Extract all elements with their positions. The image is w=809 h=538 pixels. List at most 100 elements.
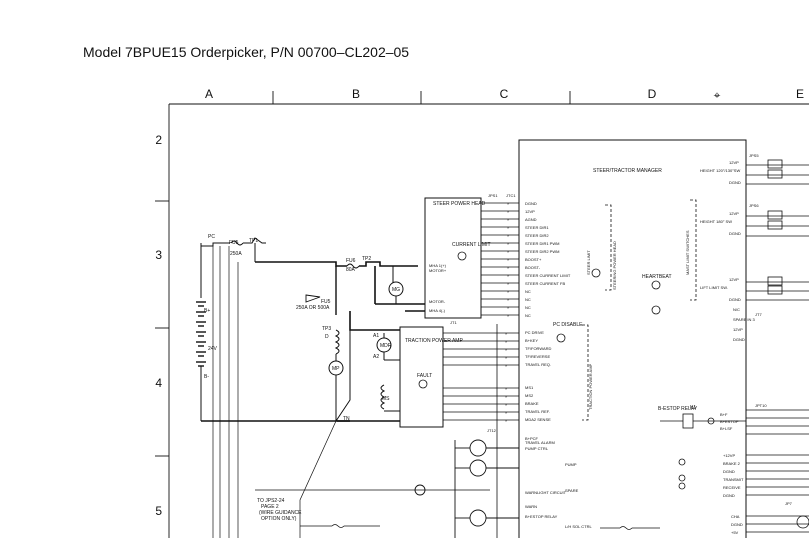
note-line-2: PAGE 2 xyxy=(261,504,279,510)
mast-voltage-label: 12VP xyxy=(729,160,739,165)
misc-label: TRAVEL ALARM xyxy=(525,440,555,445)
steer-motor-pin-label: MOTOR+ xyxy=(429,268,447,273)
pc-label: PC xyxy=(208,234,215,240)
mast-limit-vertical: MAST LIMIT SWITCHES xyxy=(685,230,690,275)
connector-label: JP7 xyxy=(785,501,793,506)
mast-terminals xyxy=(556,159,809,533)
tp1-label: TP1 xyxy=(249,238,258,244)
relay-k1-label: K1 xyxy=(690,405,696,411)
grid-frame: A B C D ⌖ E 2 3 4 5 xyxy=(155,87,809,538)
fu3-value: 250A OR 500A xyxy=(296,305,330,311)
mast-switch-label: LIFT LIMIT SW. xyxy=(700,285,728,290)
connector-arrow: » xyxy=(505,418,508,423)
steer-pin-label: BOOST+ xyxy=(525,257,542,262)
connector-arrow: » xyxy=(507,265,510,270)
connector-arrow: » xyxy=(505,394,508,399)
lower-right-pin-label: DGND xyxy=(723,469,735,474)
misc-label: SPARE xyxy=(565,488,579,493)
connector-arrow: » xyxy=(507,225,510,230)
connector-arrow: » xyxy=(507,313,510,318)
lower-right-pin-label: BRAKE 2 xyxy=(723,461,741,466)
battery-minus: B- xyxy=(204,374,209,380)
grid-row-5: 5 xyxy=(155,504,162,518)
steer-pin-label: BOOST- xyxy=(525,265,541,270)
connector-arrow: » xyxy=(507,257,510,262)
traction-pin-label: TF/REVERSE xyxy=(525,354,550,359)
connector-arrow: » xyxy=(505,386,508,391)
traction-amp-label: TRACTION POWER AMP xyxy=(405,338,463,344)
traction-pin-label: TF/FORWARD xyxy=(525,346,552,351)
connector-label: JT12 xyxy=(487,428,497,433)
a1-label: A1 xyxy=(373,333,379,339)
steer-pin-label: STEER CURRENT LIMIT xyxy=(525,273,571,278)
grid-row-4: 4 xyxy=(155,376,162,390)
connector-arrow: » xyxy=(507,201,510,206)
mast-extra-label: SPARE IN 3 xyxy=(733,317,755,322)
pc-disable-label: PC DISABLE xyxy=(553,322,583,328)
fu5-value: 250A xyxy=(230,251,242,257)
steer-pin-label: STEER DIR2 xyxy=(525,233,549,238)
steer-tractor-manager xyxy=(518,139,747,538)
grid-row-2: 2 xyxy=(155,133,162,147)
connector-arrow: » xyxy=(507,289,510,294)
steer-motor-pin-label: MHA 1(+) xyxy=(429,263,447,268)
traction-pin-label: MDA2 SENSE xyxy=(525,417,551,422)
a2-label: A2 xyxy=(373,354,379,360)
bottom-pin-label: CHA xyxy=(731,514,740,519)
fu3-label: FU5 xyxy=(321,299,331,305)
connector-arrow: » xyxy=(507,297,510,302)
connector-arrow: » xyxy=(505,363,508,368)
mast-voltage-label: 12VP xyxy=(729,277,739,282)
mast-ground-label: DGND xyxy=(729,297,741,302)
connector-arrow: » xyxy=(507,273,510,278)
traction-pin-label: TRAVEL REF. xyxy=(525,409,550,414)
connector-arrow: » xyxy=(505,347,508,352)
lower-right-pin-label: DGND xyxy=(723,493,735,498)
traction-power-amp xyxy=(399,326,444,428)
dashed-brackets xyxy=(582,199,697,421)
tp3-label: TP3 xyxy=(322,326,331,332)
bottom-pin-label: +5V xyxy=(731,530,739,535)
mast-voltage-label: 12VP xyxy=(729,211,739,216)
steer-pin-label: STEER CURRENT FB xyxy=(525,281,565,286)
connector-label: JT1 xyxy=(450,320,457,325)
grid-col-a: A xyxy=(205,87,213,101)
left-labels: PC FU5 250A TP1 FU6 80A TP2 FU5 250A OR … xyxy=(204,234,400,522)
grid-col-e: E xyxy=(796,87,804,101)
misc-label: WARNLIGHT CIRCUIT xyxy=(525,490,567,495)
connector-label: JT7 xyxy=(755,312,762,317)
mast-extra-label: DGND xyxy=(733,337,745,342)
note-line-4: OPTION ONLY) xyxy=(261,516,297,522)
battery-voltage: 24V xyxy=(208,346,218,352)
note-line-1: TO JPS2-24 xyxy=(257,498,285,504)
estop-pin-label: B+ESTOP xyxy=(720,419,739,424)
connector-label: JPS6 xyxy=(749,203,759,208)
mdr-label: MDR xyxy=(380,343,392,349)
fu4-value: 80A xyxy=(346,267,356,273)
heartbeat-label: HEARTBEAT xyxy=(642,274,672,280)
pump-pin-label: B+PCF xyxy=(525,436,539,441)
steer-pin-label: NC xyxy=(525,297,531,302)
manager-label: STEER/TRACTOR MANAGER xyxy=(593,168,662,174)
page-title: Model 7BPUE15 Orderpicker, P/N 00700–CL2… xyxy=(83,44,410,60)
steer-pin-label: 12VP xyxy=(525,209,535,214)
pump-pin-label: PUMP CTRL xyxy=(525,446,549,451)
battery-plus: B+ xyxy=(204,308,210,314)
steer-pin-label: NC xyxy=(525,313,531,318)
bottom-pin-label: DGND xyxy=(731,522,743,527)
traction-pin-label: B+KEY xyxy=(525,338,538,343)
mast-extra-label: 12VP xyxy=(733,327,743,332)
lower-right-pin-label: TRANSMIT xyxy=(723,477,744,482)
current-limit-label: CURRENT LIMIT xyxy=(452,242,491,248)
tp2-label: TP2 xyxy=(362,256,371,262)
tn-label: TN xyxy=(343,416,350,422)
traction-pin-label: MS2 xyxy=(525,393,534,398)
steering-power-head-vertical: STEERING POWER HEAD xyxy=(612,241,617,290)
connector-arrow: » xyxy=(507,217,510,222)
steer-connectors xyxy=(443,202,519,538)
mast-ground-label: DGND xyxy=(729,180,741,185)
traction-pin-label: BRAKE xyxy=(525,401,539,406)
steer-limit-vertical: STEER LIMIT xyxy=(586,250,591,275)
steer-pin-label: AGND xyxy=(525,217,537,222)
